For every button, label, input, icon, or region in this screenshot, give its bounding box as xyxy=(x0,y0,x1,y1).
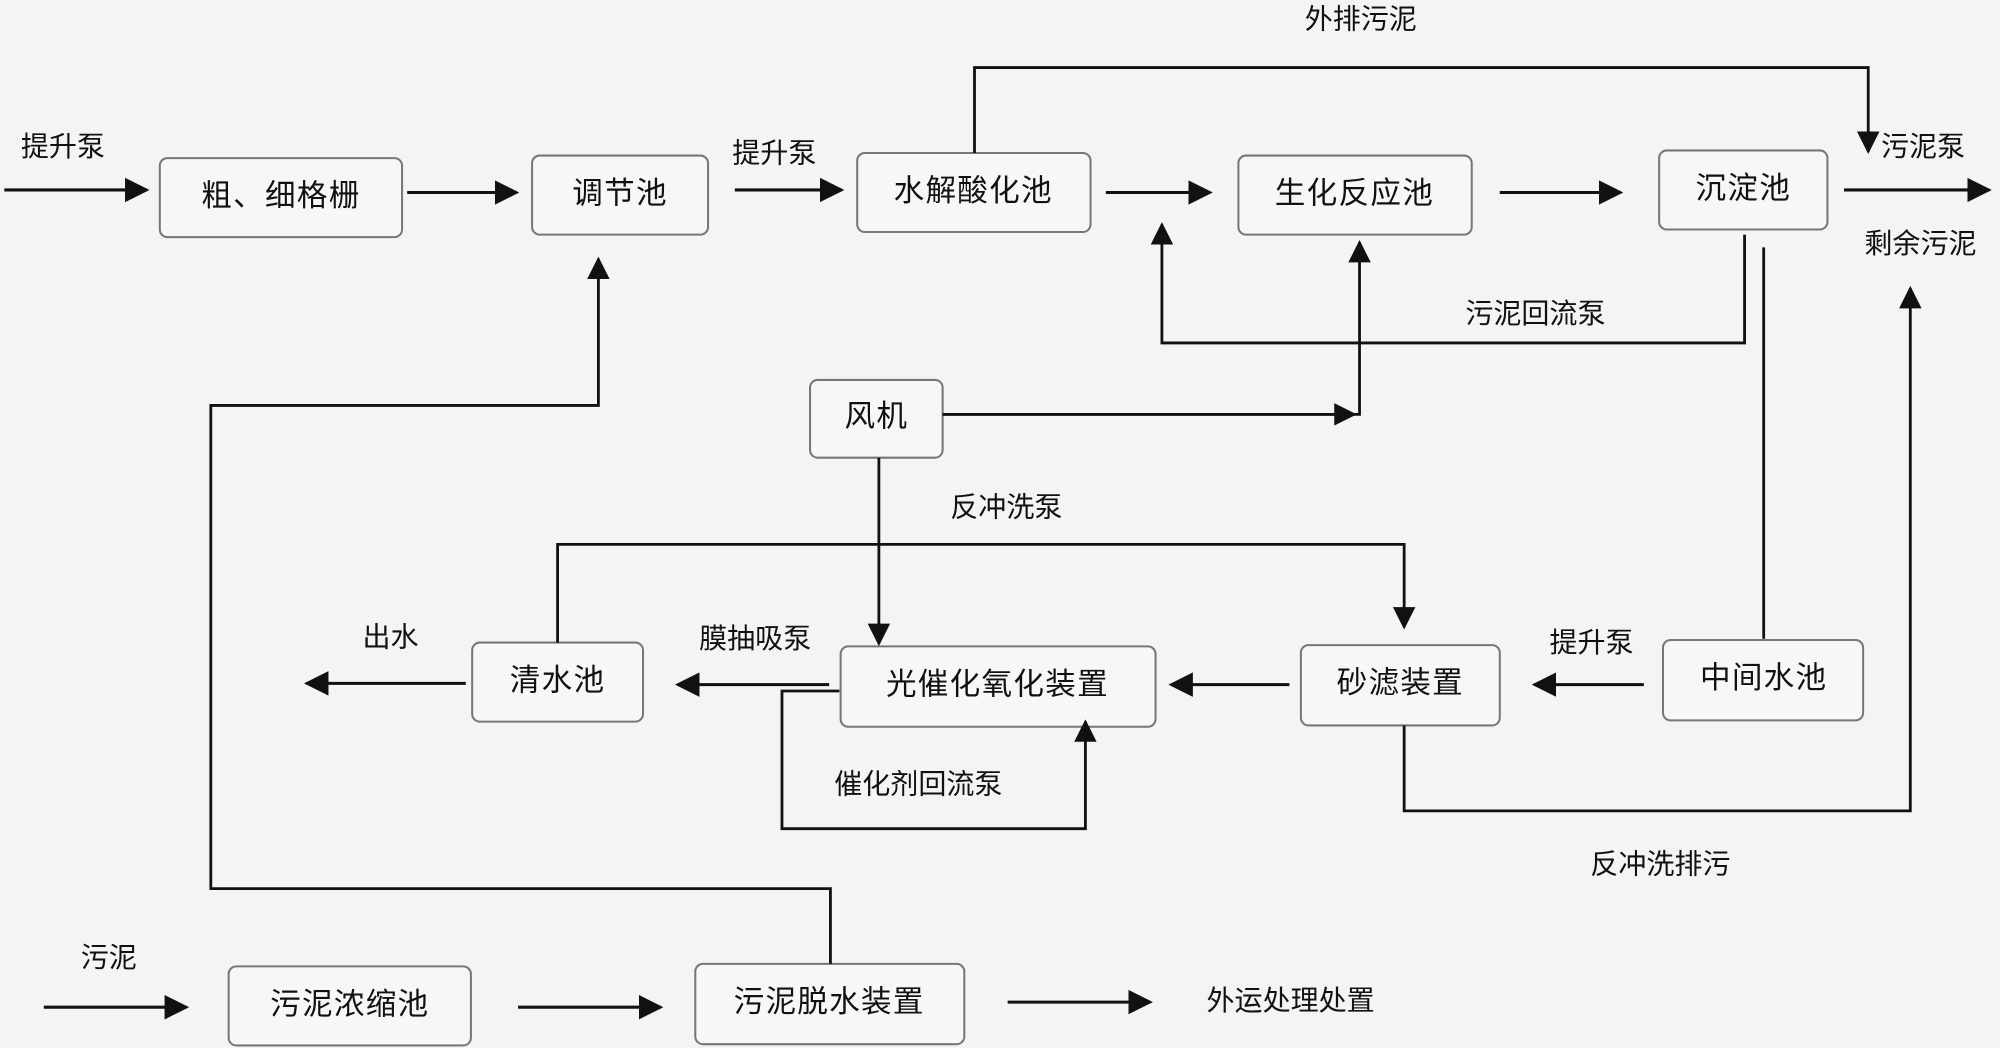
sludge-label: 污泥 xyxy=(81,941,137,974)
node-label-coarse-fine-grid: 粗、细格栅 xyxy=(201,179,360,214)
backwash-discharge-label: 反冲洗排污 xyxy=(1590,848,1730,881)
node-coarse-fine-grid: 粗、细格栅 xyxy=(158,157,404,239)
node-clear-water-tank: 清水池 xyxy=(471,641,645,723)
outlet-water-label: 出水 xyxy=(363,621,419,654)
node-label-sedimentation-tank: 沉淀池 xyxy=(1696,171,1792,206)
node-label-blower: 风机 xyxy=(844,400,908,435)
node-label-hydrolysis-tank: 水解酸化池 xyxy=(894,174,1053,209)
backwash-discharge-line xyxy=(1402,285,1922,813)
node-label-biochemical-tank: 生化反应池 xyxy=(1275,177,1434,212)
dewatering-return-line xyxy=(209,256,832,964)
node-hydrolysis-tank: 水解酸化池 xyxy=(856,151,1092,234)
lift-pump-mid-label: 提升泵 xyxy=(732,136,816,169)
node-sludge-dewatering: 污泥脱水装置 xyxy=(694,962,966,1046)
blower-to-biochemical-line xyxy=(942,239,1371,416)
node-sand-filter: 砂滤装置 xyxy=(1299,644,1501,727)
backwash-pump-label: 反冲洗泵 xyxy=(950,491,1062,524)
membrane-suction-pump-label: 膜抽吸泵 xyxy=(699,622,811,655)
external-transport-label: 外运处理处置 xyxy=(1207,984,1375,1017)
external-sludge-label: 外排污泥 xyxy=(1305,2,1417,35)
catalyst-return-line xyxy=(780,689,1097,831)
node-label-photocatalytic-device: 光催化氧化装置 xyxy=(886,667,1109,702)
node-label-intermediate-tank: 中间水池 xyxy=(1700,661,1827,696)
node-label-regulating-tank: 调节池 xyxy=(572,177,668,212)
sludge-pump-label: 污泥泵 xyxy=(1881,130,1965,163)
node-regulating-tank: 调节池 xyxy=(531,154,710,236)
excess-sludge-label: 剩余污泥 xyxy=(1864,227,1976,260)
top-process-arrows xyxy=(4,177,1992,205)
node-label-sludge-thickener: 污泥浓缩池 xyxy=(270,987,429,1022)
node-photocatalytic-device: 光催化氧化装置 xyxy=(839,645,1157,728)
sludge-return-line xyxy=(1150,222,1746,345)
node-label-sand-filter: 砂滤装置 xyxy=(1337,666,1464,701)
backwash-pump-line xyxy=(556,542,1416,643)
node-blower: 风机 xyxy=(809,378,944,459)
node-intermediate-tank: 中间水池 xyxy=(1661,638,1865,722)
node-label-sludge-dewatering: 污泥脱水装置 xyxy=(734,985,925,1020)
lift-pump-inlet-label: 提升泵 xyxy=(21,130,105,163)
external-sludge-line xyxy=(973,66,1880,154)
node-sludge-thickener: 污泥浓缩池 xyxy=(227,965,472,1047)
node-sedimentation-tank: 沉淀池 xyxy=(1658,149,1829,231)
node-label-clear-water-tank: 清水池 xyxy=(510,664,606,699)
catalyst-return-pump-label: 催化剂回流泵 xyxy=(834,767,1002,800)
sludge-return-pump-label: 污泥回流泵 xyxy=(1465,297,1605,330)
lift-pump-intermediate-label: 提升泵 xyxy=(1549,626,1633,659)
node-biochemical-tank: 生化反应池 xyxy=(1237,154,1473,236)
